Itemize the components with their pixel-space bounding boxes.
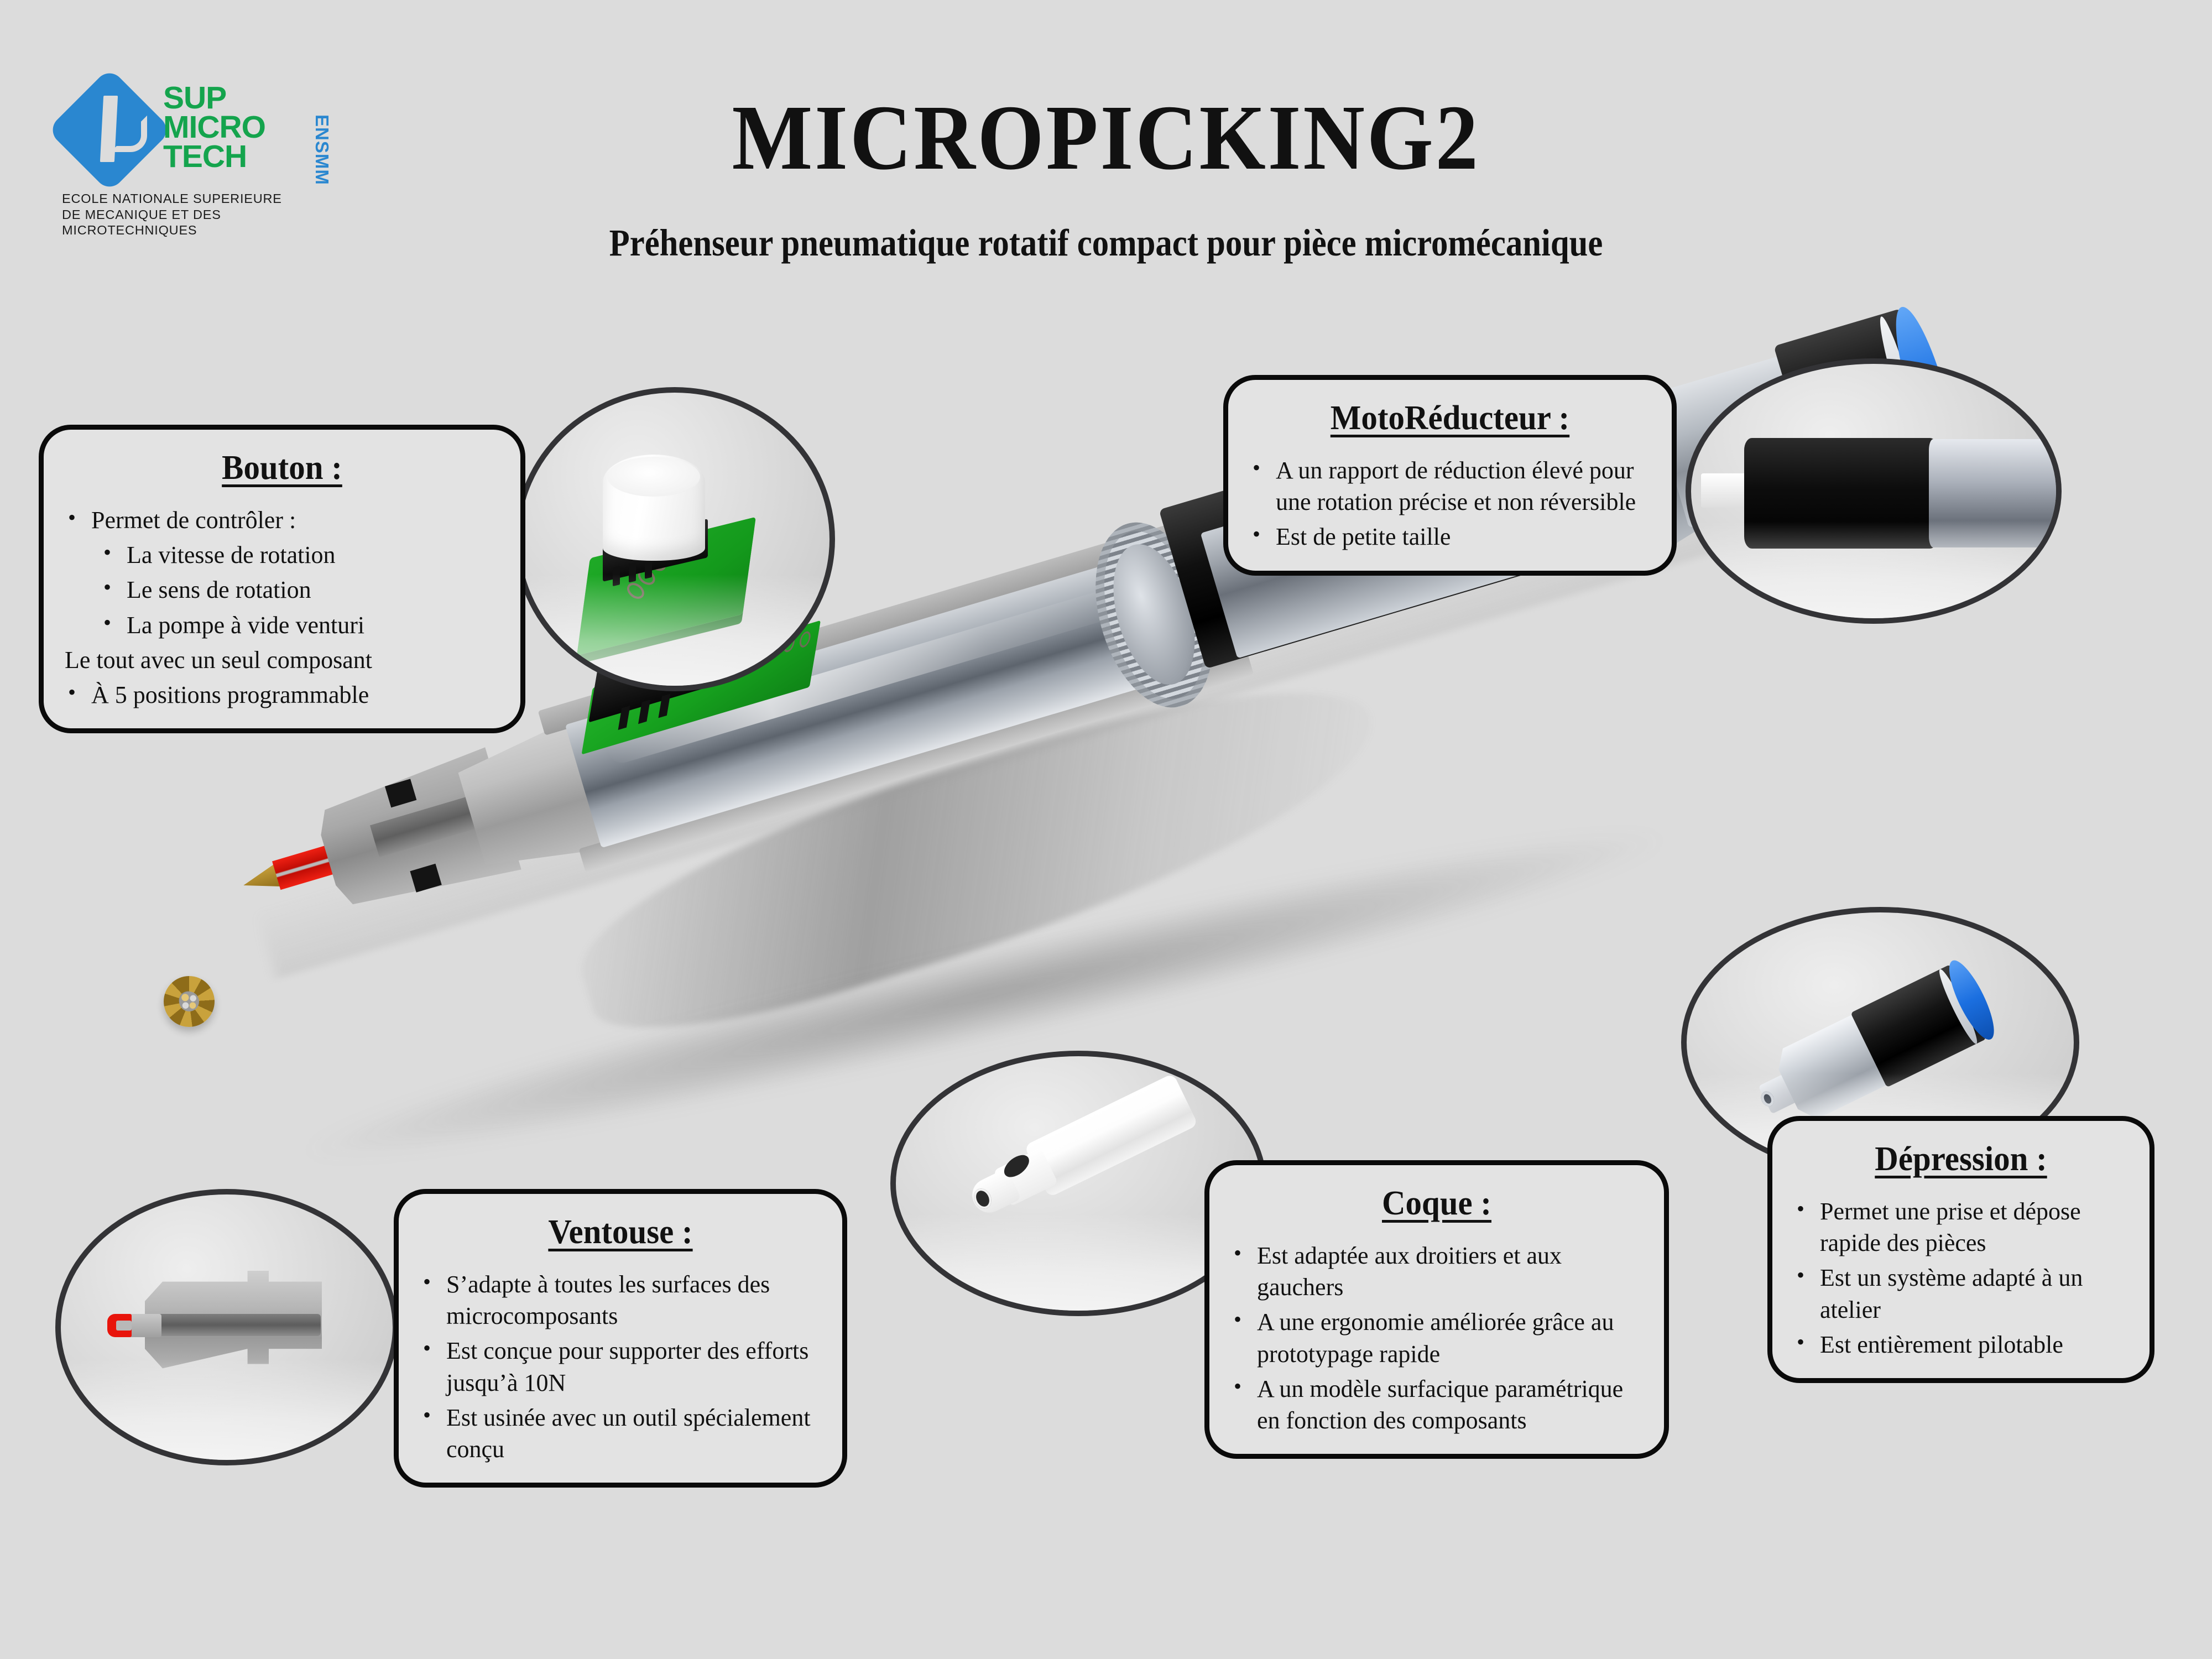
suction-nozzle (106, 1261, 338, 1394)
callout-coque: Coque : Est adaptée aux droitiers et aux… (1204, 1160, 1669, 1459)
list-item: Est usinée avec un outil spécialement co… (415, 1401, 826, 1465)
logo-tagline-line-2: DE MECANIQUE ET DES MICROTECHNIQUES (62, 207, 221, 238)
list-item: A un modèle surfacique paramétrique en f… (1226, 1372, 1647, 1436)
logo-line-tech: TECH (163, 139, 247, 174)
list-item: S’adapte à toutes les surfaces des micro… (415, 1267, 826, 1332)
callout-bouton: Bouton : Permet de contrôler : La vitess… (39, 425, 525, 734)
figure-motoreducteur-photo (1686, 358, 2062, 624)
list-item: La vitesse de rotation (60, 538, 504, 571)
nozzle-groove (155, 1314, 321, 1336)
callout-depression: Dépression : Permet une prise et dépose … (1767, 1116, 2154, 1383)
logo-wordmark: SUP MICRO TECH ENSMM (163, 80, 332, 185)
callout-ventouse-list: S’adapte à toutes les surfaces des micro… (415, 1267, 826, 1465)
list-item: A un rapport de réduction élevé pour une… (1245, 453, 1655, 518)
callout-depression-list: Permet une prise et dépose rapide des pi… (1789, 1194, 2133, 1360)
list-item: Est un système adapté à un atelier (1789, 1261, 2133, 1325)
callout-bouton-title: Bouton : (222, 449, 342, 487)
logo-tagline: ECOLE NATIONALE SUPERIEURE DE MECANIQUE … (62, 191, 338, 238)
callout-motoreducteur: MotoRéducteur : A un rapport de réductio… (1223, 375, 1677, 576)
figure-bouton-photo (514, 387, 835, 691)
list-item: Le tout avec un seul composant (65, 646, 372, 674)
list-item: À 5 positions programmable (60, 678, 504, 711)
page-subtitle: Préhenseur pneumatique rotatif compact p… (609, 222, 1603, 264)
callout-coque-title: Coque : (1382, 1185, 1491, 1222)
list-item: Est conçue pour supporter des efforts ju… (415, 1334, 826, 1398)
list-item: A une ergonomie améliorée grâce au proto… (1226, 1305, 1647, 1369)
white-rotary-knob (603, 455, 705, 561)
micromechanical-gear-part (164, 976, 215, 1027)
list-item: Est de petite taille (1245, 520, 1655, 552)
logo-tagline-line-1: ECOLE NATIONALE SUPERIEURE (62, 191, 282, 206)
callout-ventouse: Ventouse : S’adapte à toutes les surface… (394, 1189, 847, 1488)
figure-floor-gradient (520, 574, 830, 686)
figure-ventouse-photo (55, 1189, 398, 1465)
list-item: Permet une prise et dépose rapide des pi… (1789, 1194, 2133, 1259)
white-shell (961, 1073, 1198, 1228)
figure-floor-gradient (896, 1214, 1261, 1311)
list-item: La pompe à vide venturi (60, 608, 504, 641)
callout-depression-title: Dépression : (1875, 1140, 2047, 1178)
page-title: MICROPICKING2 (732, 86, 1480, 189)
callout-coque-list: Est adaptée aux droitiers et aux gaucher… (1226, 1239, 1647, 1436)
logo-mu-glyph-icon (102, 96, 147, 166)
callout-ventouse-title: Ventouse : (548, 1213, 693, 1251)
list-item: Permet de contrôler : (60, 503, 504, 536)
main-product-render (111, 302, 1965, 1261)
ensmm-logo: SUP MICRO TECH ENSMM ECOLE NATIONALE SUP… (46, 67, 338, 263)
figure-floor-gradient (61, 1359, 393, 1460)
list-item: Est entièrement pilotable (1789, 1328, 2133, 1360)
callout-motoreducteur-list: A un rapport de réduction élevé pour une… (1245, 453, 1655, 553)
logo-line-micro: MICRO (163, 109, 266, 145)
figure-floor-gradient (1691, 521, 2056, 618)
logo-ensmm-suffix: ENSMM (312, 114, 332, 185)
callout-motoreducteur-title: MotoRéducteur : (1330, 399, 1570, 437)
list-item: Le sens de rotation (60, 573, 504, 606)
callout-bouton-list: Permet de contrôler : La vitesse de rota… (60, 503, 504, 711)
nozzle-red-tip (107, 1314, 132, 1337)
logo-line-sup: SUP (163, 80, 227, 116)
list-item: Est adaptée aux droitiers et aux gaucher… (1226, 1239, 1647, 1303)
